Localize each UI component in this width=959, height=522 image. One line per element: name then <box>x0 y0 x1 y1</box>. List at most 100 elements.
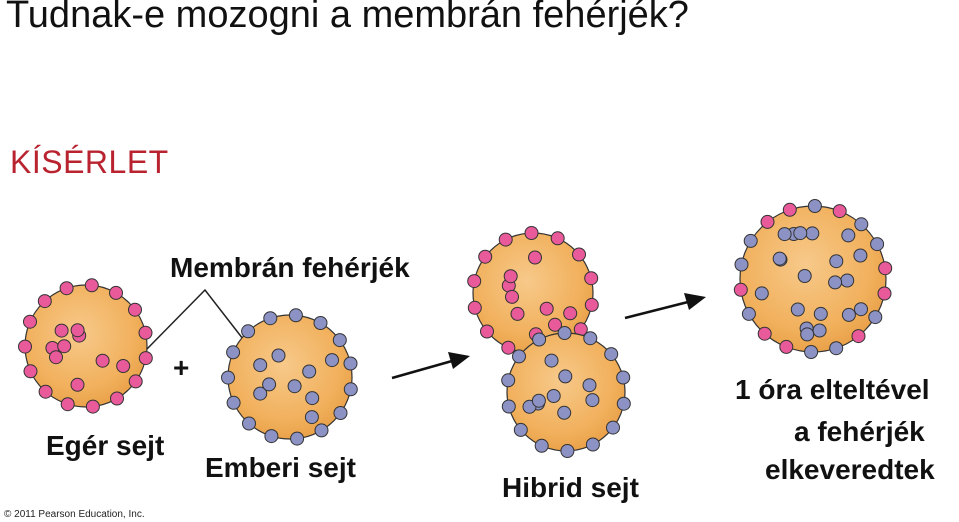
mouse-protein <box>95 353 110 368</box>
mouse-protein <box>498 232 513 247</box>
mouse-protein <box>550 231 565 246</box>
hybrid-cell-top <box>467 226 599 360</box>
result-label-line-3: elkeveredtek <box>765 454 935 485</box>
human-protein <box>616 370 631 385</box>
mixed-cell <box>733 199 893 359</box>
arrow-to-hybrid <box>391 352 470 380</box>
human-protein <box>585 393 600 408</box>
mouse-protein <box>23 314 37 329</box>
mouse-protein <box>49 350 63 365</box>
human-protein <box>534 438 549 453</box>
mouse-cell <box>18 278 153 414</box>
mouse-protein <box>60 397 75 412</box>
human-protein <box>532 332 547 347</box>
human-protein <box>557 405 572 420</box>
mouse-protein <box>584 271 599 286</box>
human-protein <box>288 308 303 323</box>
mouse-protein <box>584 297 599 312</box>
human-protein <box>583 331 598 346</box>
human-protein <box>734 257 749 272</box>
human-protein <box>314 423 329 438</box>
membrane-proteins-label: Membrán fehérjék <box>170 252 410 283</box>
human-protein <box>263 311 278 326</box>
mouse-protein <box>501 340 516 355</box>
human-cell <box>221 308 358 446</box>
human-protein <box>302 364 317 379</box>
cells-layer <box>18 199 893 458</box>
mouse-protein <box>116 359 131 373</box>
arrows <box>391 293 706 380</box>
human-protein <box>854 217 869 232</box>
mouse-protein <box>563 306 578 321</box>
human-protein <box>253 386 268 401</box>
arrow-to-mixed <box>624 293 706 320</box>
section-label: KÍSÉRLET <box>10 144 169 180</box>
mouse-protein <box>503 269 518 284</box>
mouse-protein <box>782 202 797 217</box>
human-protein <box>790 302 805 317</box>
human-protein <box>604 347 619 362</box>
human-protein <box>332 333 347 348</box>
human-protein <box>813 306 828 321</box>
human-protein <box>343 382 358 397</box>
human-protein <box>854 302 868 317</box>
mouse-protein <box>128 302 142 317</box>
human-protein <box>304 410 319 425</box>
mouse-protein <box>733 282 748 297</box>
human-protein <box>253 358 268 373</box>
human-protein <box>870 237 885 252</box>
human-protein <box>868 310 883 325</box>
mouse-protein <box>505 289 519 304</box>
mouse-protein <box>54 323 69 338</box>
human-protein <box>226 395 241 410</box>
human-protein <box>264 429 279 444</box>
human-protein <box>841 307 856 322</box>
mouse-protein <box>478 249 493 264</box>
leader-line-mouse <box>145 288 251 351</box>
human-protein <box>501 399 516 414</box>
mouse-protein <box>23 364 38 379</box>
human-protein <box>754 286 769 301</box>
human-protein <box>343 356 358 371</box>
human-protein <box>800 327 815 342</box>
mouse-protein <box>760 214 775 229</box>
human-protein <box>777 227 792 242</box>
leader-lines <box>145 288 251 351</box>
human-protein <box>313 316 328 330</box>
human-protein <box>501 373 516 388</box>
mouse-protein <box>109 285 123 300</box>
hybrid-cell-label: Hibrid sejt <box>502 472 639 503</box>
mouse-protein <box>528 250 542 265</box>
human-protein <box>804 345 819 359</box>
human-protein <box>544 353 559 368</box>
human-protein <box>772 251 787 266</box>
mouse-protein <box>70 323 85 338</box>
human-protein <box>606 420 620 435</box>
mouse-cell-label: Egér sejt <box>46 430 165 461</box>
mouse-protein <box>480 324 494 339</box>
hybrid-cell-bottom <box>501 326 631 458</box>
human-protein <box>226 345 241 360</box>
human-protein <box>557 326 572 340</box>
mouse-protein <box>510 306 525 321</box>
human-protein <box>262 377 277 392</box>
human-protein <box>585 437 600 452</box>
human-protein <box>797 269 812 283</box>
human-protein <box>241 324 256 339</box>
human-protein <box>512 349 526 364</box>
human-protein <box>807 199 822 213</box>
human-protein <box>531 393 546 408</box>
mouse-protein <box>85 399 100 414</box>
mouse-protein <box>138 325 153 340</box>
mouse-protein <box>138 351 153 366</box>
human-protein <box>582 378 597 393</box>
mouse-protein <box>757 326 772 341</box>
human-protein <box>743 233 758 248</box>
result-label-line-1: 1 óra elteltével <box>735 374 930 405</box>
human-protein <box>287 379 302 394</box>
human-protein <box>560 444 575 458</box>
mouse-protein <box>57 339 72 354</box>
human-cell-label: Emberi sejt <box>205 452 356 483</box>
human-protein <box>793 226 808 241</box>
copyright-notice: © 2011 Pearson Education, Inc. <box>4 509 145 520</box>
